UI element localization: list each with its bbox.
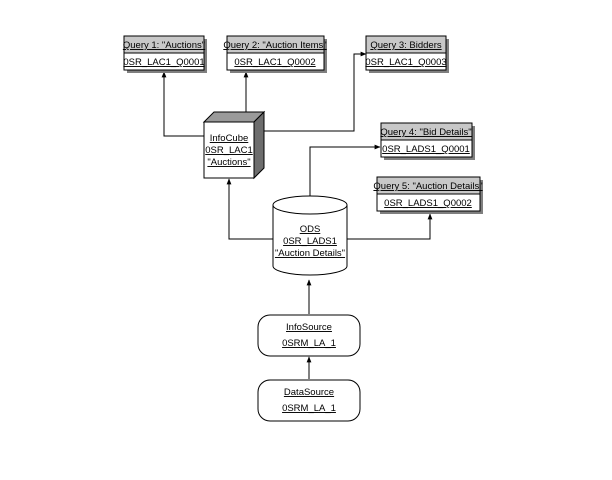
infocube-front-face xyxy=(203,121,255,179)
infosource-code: 0SRM_LA_1 xyxy=(282,338,336,349)
query-2-code: 0SR_LAC1_Q0002 xyxy=(234,57,315,68)
query-1-title: Query 1: "Auctions" xyxy=(123,40,205,51)
query-3-title: Query 3: Bidders xyxy=(370,40,442,51)
ods-cylinder-body xyxy=(272,205,348,276)
query-5-box: Query 5: "Auction Details" 0SR_LADS1_Q00… xyxy=(373,176,483,214)
infocube-type: InfoCube xyxy=(210,133,249,144)
query-4-title: Query 4: "Bid Details" xyxy=(380,127,471,138)
ods-node: ODS 0SR_LADS1 "Auction Details" xyxy=(272,195,348,276)
infosource-box xyxy=(257,314,361,357)
infocube-code: 0SR_LAC1 xyxy=(205,145,253,156)
query-5-code: 0SR_LADS1_Q0002 xyxy=(384,198,472,209)
edge-ods-to-query4 xyxy=(309,144,381,196)
ods-code: 0SR_LADS1 xyxy=(283,236,337,247)
edge-ods-to-infocube xyxy=(226,178,273,240)
query-3-code: 0SR_LAC1_Q0003 xyxy=(365,57,446,68)
edge-infocube-to-query1 xyxy=(161,71,204,137)
query-1-box: Query 1: "Auctions" 0SR_LAC1_Q0001 xyxy=(123,35,207,73)
infocube-node: InfoCube 0SR_LAC1 "Auctions" xyxy=(202,110,266,180)
query-5-title: Query 5: "Auction Details" xyxy=(373,181,482,192)
query-2-title: Query 2: "Auction Items" xyxy=(223,40,326,51)
infocube-side-face xyxy=(253,110,265,180)
datasource-type: DataSource xyxy=(284,387,334,398)
query-4-box: Query 4: "Bid Details" 0SR_LADS1_Q0001 xyxy=(380,122,475,160)
ods-cylinder-top xyxy=(272,195,348,215)
datasource-box xyxy=(257,379,361,422)
ods-type: ODS xyxy=(300,224,321,235)
query-2-box: Query 2: "Auction Items" 0SR_LAC1_Q0002 xyxy=(223,35,327,73)
edge-ods-to-query5 xyxy=(346,213,433,240)
query-3-box: Query 3: Bidders 0SR_LAC1_Q0003 xyxy=(365,35,449,73)
query-4-code: 0SR_LADS1_Q0001 xyxy=(382,144,470,155)
datasource-node: DataSource 0SRM_LA_1 xyxy=(257,379,361,422)
infosource-node: InfoSource 0SRM_LA_1 xyxy=(257,314,361,357)
infocube-name: "Auctions" xyxy=(207,157,250,168)
datasource-code: 0SRM_LA_1 xyxy=(282,403,336,414)
infosource-type: InfoSource xyxy=(286,322,332,333)
ods-name: "Auction Details" xyxy=(275,248,345,259)
edge-infocube-to-query3 xyxy=(264,51,367,132)
query-1-code: 0SR_LAC1_Q0001 xyxy=(123,57,204,68)
